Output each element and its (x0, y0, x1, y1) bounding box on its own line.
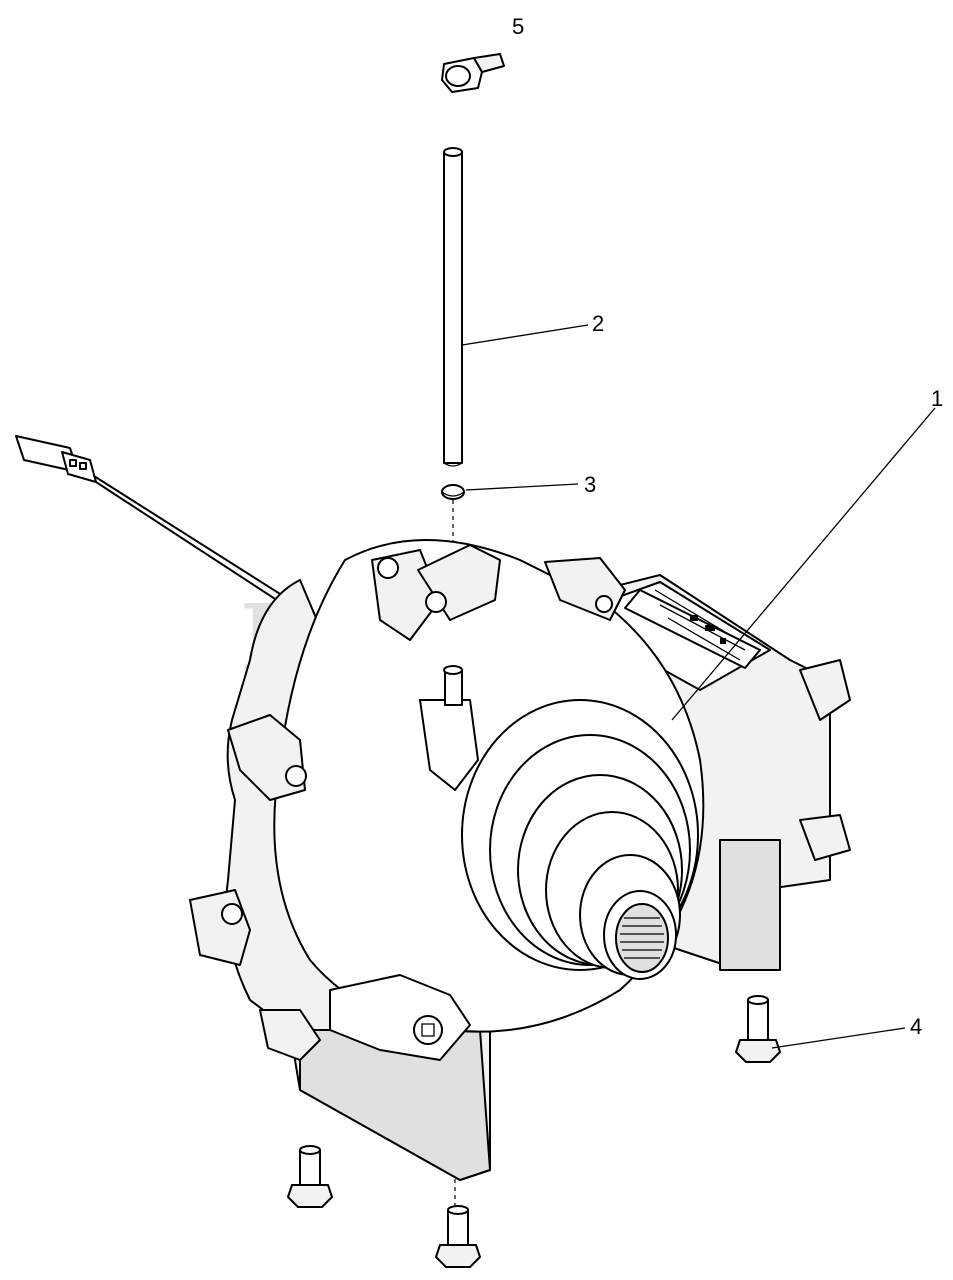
spline-shaft (620, 917, 664, 959)
callout-4: 4 (910, 1014, 922, 1039)
leader-line-4 (771, 1027, 906, 1049)
callout-5: 5 (512, 14, 524, 39)
callout-1: 1 (931, 386, 943, 411)
callout-2: 2 (592, 311, 604, 336)
leader-line-3 (465, 483, 579, 491)
leader-line-2 (461, 324, 589, 346)
part-4-bolt-lower-left[interactable] (287, 1145, 333, 1208)
leader-line-1 (671, 407, 936, 721)
part-4-bolt-right[interactable] (735, 995, 781, 1063)
part-1-transmission[interactable] (189, 539, 851, 1181)
part-4-bolt-bottom[interactable] (435, 1205, 481, 1268)
part-3-plug[interactable] (441, 484, 465, 500)
part-5-fitting[interactable] (441, 53, 505, 93)
callout-3: 3 (584, 472, 596, 497)
part-2-rod[interactable] (443, 147, 463, 467)
